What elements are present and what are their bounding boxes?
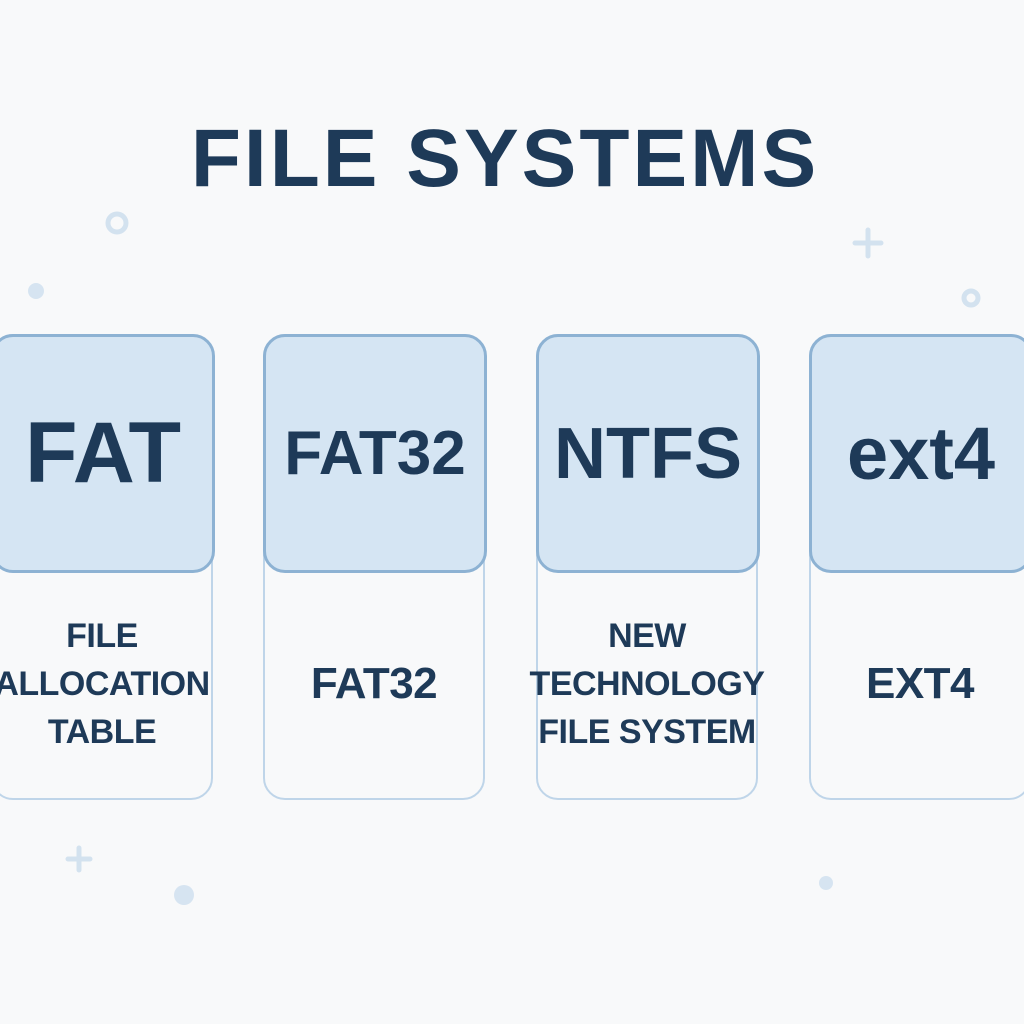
ring-decoration: [105, 211, 129, 235]
card-abbreviation: NTFS: [554, 413, 742, 494]
card-description: NEW TECHNOLOGY FILE SYSTEM: [529, 617, 765, 751]
plus-decoration: [852, 227, 884, 259]
card-ext4: ext4 EXT4: [809, 334, 1024, 800]
card-header: ext4: [809, 334, 1024, 573]
diagram-title: FILE SYSTEMS: [190, 113, 820, 204]
card-description: FILE ALLOCATION TABLE: [0, 617, 210, 751]
card-fat: FAT FILE ALLOCATION TABLE: [0, 334, 215, 800]
card-header: FAT32: [263, 334, 487, 573]
card-fat32: FAT32 FAT32: [263, 334, 487, 800]
card-description: FAT32: [310, 659, 438, 708]
dot-decoration: [28, 283, 44, 299]
card-description: EXT4: [865, 659, 975, 708]
card-abbreviation: FAT32: [284, 419, 466, 488]
card-header: FAT: [0, 334, 215, 573]
card-abbreviation: ext4: [846, 412, 996, 495]
card-header: NTFS: [536, 334, 760, 573]
card-abbreviation: FAT: [24, 405, 182, 501]
ring-decoration: [961, 288, 981, 308]
card-ntfs: NTFS NEW TECHNOLOGY FILE SYSTEM: [529, 334, 765, 800]
dot-decoration: [174, 885, 194, 905]
dot-decoration: [819, 876, 833, 890]
plus-decoration: [65, 845, 93, 873]
